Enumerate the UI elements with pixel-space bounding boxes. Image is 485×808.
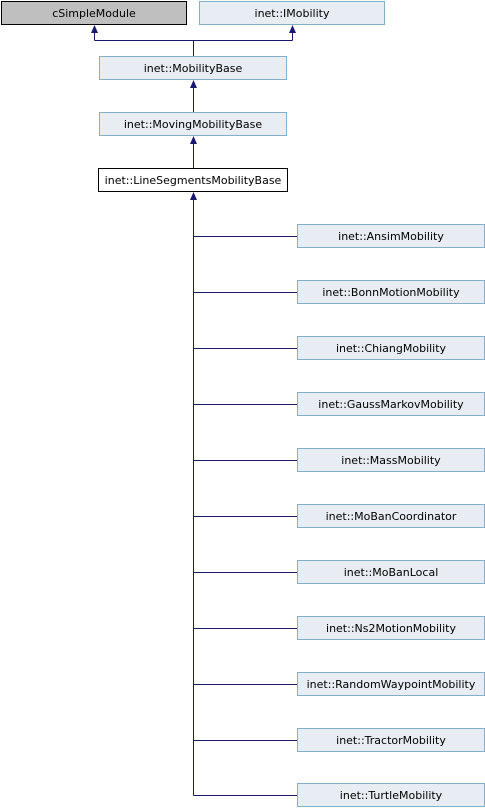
- node-child[interactable]: inet::TurtleMobility: [297, 783, 485, 807]
- edge-arrowhead: [190, 136, 197, 144]
- node-child[interactable]: inet::MoBanCoordinator: [297, 504, 485, 528]
- node-child[interactable]: inet::RandomWaypointMobility: [297, 672, 485, 696]
- node-csimplemodule[interactable]: cSimpleModule: [1, 1, 187, 25]
- node-child[interactable]: inet::MassMobility: [297, 448, 485, 472]
- node-child[interactable]: inet::BonnMotionMobility: [297, 280, 485, 304]
- node-linesegmentsmobilitybase[interactable]: inet::LineSegmentsMobilityBase: [98, 168, 288, 192]
- node-child[interactable]: inet::AnsimMobility: [297, 224, 485, 248]
- node-movingmobilitybase[interactable]: inet::MovingMobilityBase: [99, 112, 287, 136]
- edge-arrowhead: [289, 25, 296, 33]
- node-child[interactable]: inet::GaussMarkovMobility: [297, 392, 485, 416]
- node-child[interactable]: inet::ChiangMobility: [297, 336, 485, 360]
- node-child[interactable]: inet::TractorMobility: [297, 728, 485, 752]
- node-imobility[interactable]: inet::IMobility: [199, 1, 385, 25]
- edge-arrowhead: [190, 80, 197, 88]
- node-child[interactable]: inet::Ns2MotionMobility: [297, 616, 485, 640]
- node-child[interactable]: inet::MoBanLocal: [297, 560, 485, 584]
- edge-arrowhead: [91, 25, 98, 33]
- edge-arrowhead: [190, 192, 197, 200]
- node-mobilitybase[interactable]: inet::MobilityBase: [99, 56, 287, 80]
